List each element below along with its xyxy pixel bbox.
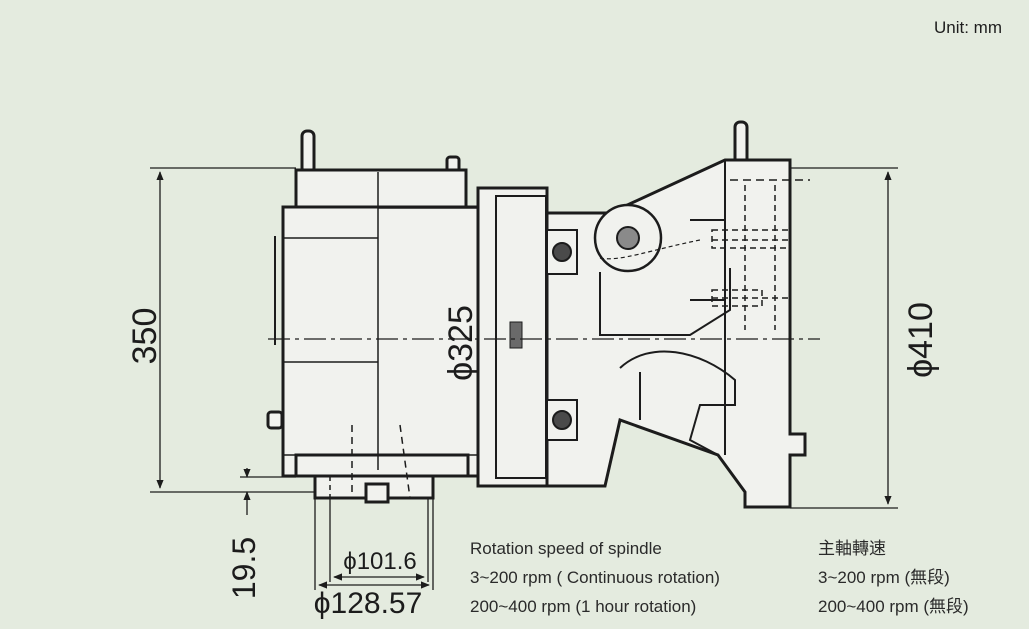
dimension-19-5-label: 19.5 — [226, 537, 262, 599]
motor-housing — [266, 129, 480, 504]
dimension-phi410-label: ϕ410 — [902, 302, 940, 378]
flange-plate — [476, 186, 549, 488]
spindle-speed-line1-en: 3~200 rpm ( Continuous rotation) — [470, 568, 720, 587]
unit-label: Unit: mm — [934, 18, 1002, 37]
dimension-phi325-label: ϕ325 — [442, 305, 480, 381]
dimension-350-label: 350 — [126, 308, 164, 365]
spindle-speed-notes-en: Rotation speed of spindle 3~200 rpm ( Co… — [470, 534, 720, 621]
spindle-speed-line1-zh: 3~200 rpm (無段) — [818, 568, 950, 587]
spindle-body — [545, 120, 807, 509]
housing-detail-lines — [274, 172, 478, 499]
spindle-speed-notes-zh: 主軸轉速 3~200 rpm (無段) 200~400 rpm (無段) — [818, 534, 969, 621]
spindle-speed-title-zh: 主軸轉速 — [818, 539, 886, 558]
dimension-101-6 — [329, 498, 429, 582]
dimension-phi101-6-label: ϕ101.6 — [343, 548, 417, 575]
dimension-phi128-57-label: ϕ128.57 — [314, 587, 423, 620]
dimension-19-5 — [240, 468, 296, 515]
spindle-speed-line2-en: 200~400 rpm (1 hour rotation) — [470, 597, 697, 616]
dimension-128-57 — [314, 498, 434, 590]
dimension-350 — [150, 167, 315, 493]
spindle-speed-title-en: Rotation speed of spindle — [470, 539, 662, 558]
dimension-410 — [790, 167, 898, 509]
spindle-speed-line2-zh: 200~400 rpm (無段) — [818, 597, 969, 616]
spindle-detail-lines — [546, 160, 810, 456]
